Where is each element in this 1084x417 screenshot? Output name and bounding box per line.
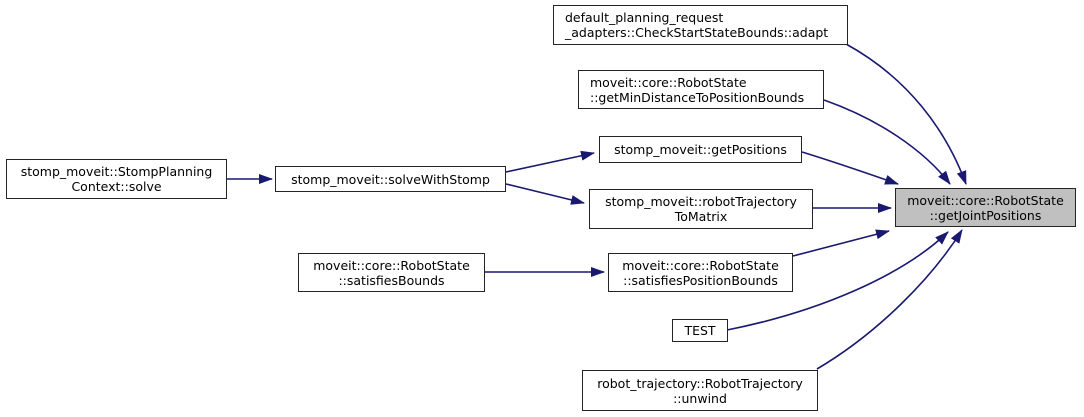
- node-getMinDistanceToPositionBounds[interactable]: moveit::core::RobotState ::getMinDistanc…: [578, 70, 824, 109]
- node-label-line: Context::solve: [71, 179, 162, 194]
- node-satisfiesBounds[interactable]: moveit::core::RobotState ::satisfiesBoun…: [298, 253, 485, 292]
- node-label-line: ::satisfiesPositionBounds: [623, 272, 778, 288]
- node-satisfiesPositionBounds[interactable]: moveit::core::RobotState ::satisfiesPosi…: [608, 253, 793, 292]
- edge-satisfiesPositionBounds-to-getJointPositions: [792, 229, 890, 257]
- node-label-line: default_planning_request: [565, 10, 724, 25]
- node-solveWithStomp[interactable]: stomp_moveit::solveWithStomp: [275, 166, 506, 192]
- node-label-line: ::unwind: [673, 390, 727, 406]
- node-robotTrajectoryToMatrix[interactable]: stomp_moveit::robotTrajectory ToMatrix: [589, 189, 813, 229]
- node-adapt[interactable]: default_planning_request _adapters::Chec…: [553, 5, 848, 45]
- node-label-line: stomp_moveit::robotTrajectory: [605, 194, 797, 209]
- edge-solveWithStomp-to-robotTrajectoryToMatrix: [505, 183, 585, 205]
- edge-getMinDistanceToPositionBounds-to-getJointPositions: [823, 99, 951, 185]
- node-getPositions[interactable]: stomp_moveit::getPositions: [599, 136, 802, 163]
- node-label-line: stomp_moveit::getPositions: [614, 142, 787, 157]
- node-solve[interactable]: stomp_moveit::StompPlanning Context::sol…: [6, 159, 227, 199]
- edge-getPositions-to-getJointPositions: [801, 151, 899, 185]
- node-getJointPositions-current: moveit::core::RobotState ::getJointPosit…: [895, 188, 1076, 227]
- node-label-line: ::getJointPositions: [929, 207, 1042, 223]
- node-label-line: moveit::core::RobotState: [313, 257, 470, 273]
- node-unwind[interactable]: robot_trajectory::RobotTrajectory ::unwi…: [582, 370, 818, 411]
- edge-unwind-to-getJointPositions: [816, 229, 963, 370]
- node-label-line: TEST: [684, 323, 716, 338]
- node-TEST[interactable]: TEST: [672, 319, 728, 342]
- node-label-line: stomp_moveit::StompPlanning: [20, 164, 213, 179]
- node-label-line: _adapters::CheckStartStateBounds::adapt: [565, 25, 829, 40]
- node-label-line: moveit::core::RobotState: [907, 192, 1064, 208]
- node-label-line: ::getMinDistanceToPositionBounds: [590, 89, 805, 105]
- node-label-line: moveit::core::RobotState: [622, 257, 779, 273]
- node-label-line: robot_trajectory::RobotTrajectory: [597, 375, 803, 391]
- edge-adapt-to-getJointPositions: [845, 43, 967, 185]
- node-label-line: ToMatrix: [674, 209, 728, 224]
- edge-TEST-to-getJointPositions: [726, 231, 949, 331]
- edge-solveWithStomp-to-getPositions: [505, 150, 595, 173]
- node-label-line: moveit::core::RobotState: [590, 74, 747, 90]
- node-label-line: ::satisfiesBounds: [338, 272, 445, 288]
- node-label-line: stomp_moveit::solveWithStomp: [291, 171, 490, 187]
